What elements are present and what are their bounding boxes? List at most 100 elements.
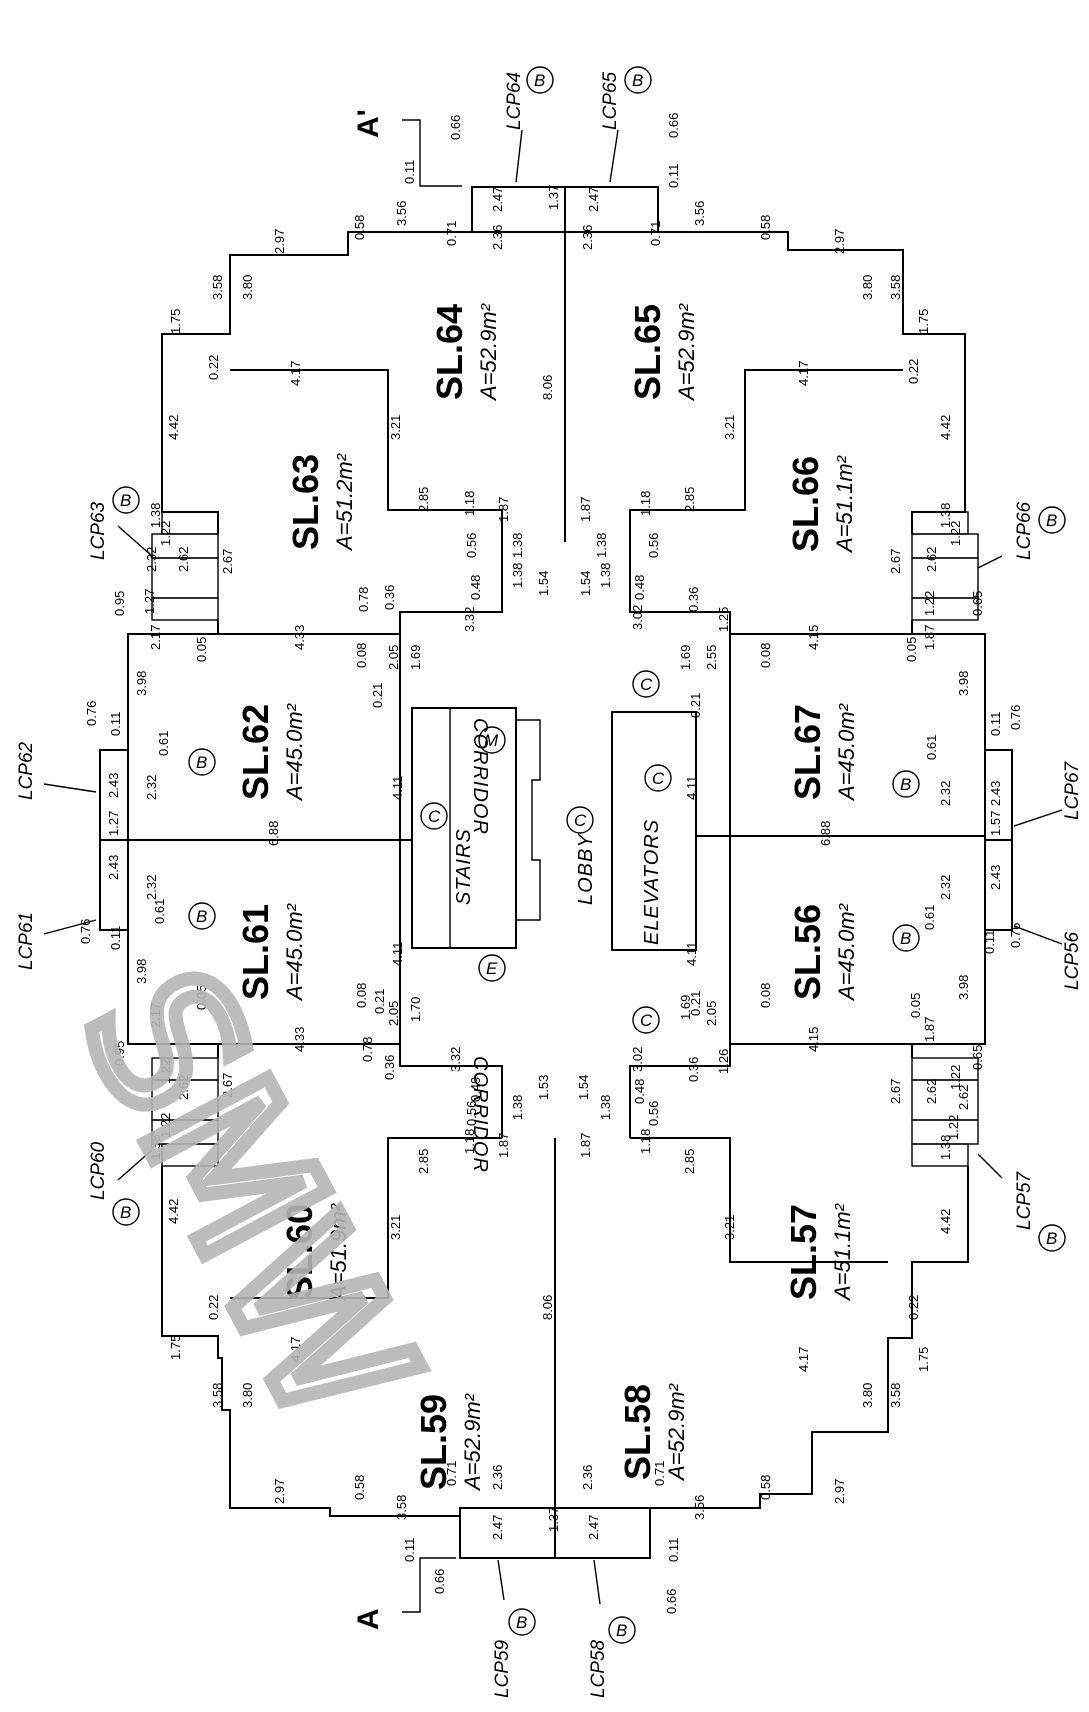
unit-area-sl62: A=45.0m² — [282, 703, 307, 802]
dim-d_056a: 0.56 — [464, 533, 479, 558]
dim-e_205b: 2.05 — [704, 1001, 719, 1026]
dim-e_122c: 1.22 — [158, 1113, 173, 1138]
dim-d_332a: 3.32 — [462, 607, 477, 632]
dim-e_236b: 2.36 — [580, 1465, 595, 1490]
dim-e_398a: 3.98 — [134, 959, 149, 984]
dim-e_267b: 2.67 — [888, 1079, 903, 1104]
dim-d_011d: 0.11 — [988, 712, 1003, 736]
dim-d_169a: 1.69 — [408, 645, 423, 670]
dim-e_356a: 3.58 — [394, 1495, 409, 1520]
dim-d_008a: 0.08 — [354, 643, 369, 668]
dim-e_011b: 0.11 — [982, 930, 997, 954]
dim-d_061b: 0.61 — [924, 735, 939, 760]
dim-d_154a: 1.54 — [536, 571, 551, 596]
marker-b-61: B — [188, 902, 216, 930]
svg-text:LCP59: LCP59 — [492, 1639, 513, 1698]
dim-d_688a: 6.88 — [266, 821, 281, 846]
dim-d_11b: 0.11 — [666, 164, 681, 188]
marker-c-corr-top: C — [632, 670, 660, 698]
dim-e_021b: 0.21 — [688, 991, 703, 1016]
unit-area-sl57: A=51.1m² — [830, 1203, 855, 1302]
dim-d_137a: 1.37 — [546, 185, 561, 210]
dim-e_321a: 3.21 — [388, 1215, 403, 1240]
dim-e_205a: 2.05 — [386, 1001, 401, 1026]
dim-e_022a: 0.22 — [206, 1295, 221, 1320]
dim-d_127a: 1.27 — [142, 589, 157, 614]
marker-b-56: B — [892, 924, 920, 952]
dim-e_127a: 1.27 — [106, 811, 121, 836]
svg-text:B: B — [196, 753, 207, 772]
dim-e_138a: 1.38 — [510, 1095, 525, 1120]
dim-d_048b: 0.48 — [632, 575, 647, 600]
dim-e_187a: 1.87 — [922, 1017, 937, 1042]
unit-label-sl65: SL.65 — [627, 304, 668, 400]
dim-d_236b: 2.36 — [580, 225, 595, 250]
dim-e_076b: 0.76 — [1008, 923, 1023, 948]
svg-text:LCP60: LCP60 — [88, 1141, 109, 1200]
dim-e_066a: 0.66 — [432, 1569, 447, 1594]
dim-d_187c: 1.87 — [922, 625, 937, 650]
dim-d_038b: 1.38 — [594, 533, 609, 558]
dim-e_415a: 4.15 — [806, 1027, 821, 1052]
dim-d_008b: 0.08 — [758, 643, 773, 668]
marker-c-stairs: C — [420, 802, 448, 830]
dim-e_005a: 0.05 — [194, 985, 209, 1010]
svg-text:M: M — [484, 731, 499, 750]
dim-e_036a: 0.36 — [382, 1055, 397, 1080]
dim-e_356b: 3.56 — [692, 1495, 707, 1520]
unit-area-sl56: A=45.0m² — [834, 903, 859, 1002]
dim-d_398b: 3.98 — [956, 671, 971, 696]
dim-d_122b: 1.22 — [948, 521, 963, 546]
dim-d_247b: 2.47 — [586, 187, 601, 212]
dim-e_138d: 1.38 — [938, 1135, 953, 1160]
section-label-top: A' — [352, 109, 385, 138]
dim-e_262b: 2.62 — [924, 1079, 939, 1104]
dim-e_049a: 0.49 — [468, 1077, 483, 1102]
dim-d_125a: 1.25 — [716, 607, 731, 632]
dim-e_217a: 2.17 — [148, 1003, 163, 1028]
dim-e_118a: 1.18 — [462, 1129, 477, 1154]
dim-d_442b: 4.42 — [938, 415, 953, 440]
dim-e_008a: 0.08 — [354, 983, 369, 1008]
svg-text:LCP67: LCP67 — [1062, 760, 1083, 820]
dim-d_065a: 0.65 — [970, 591, 985, 616]
corridor-bottom-label: CORRIDOR — [469, 1056, 491, 1173]
dim-d_321a: 3.21 — [388, 415, 403, 440]
dim-e_442a: 4.42 — [166, 1199, 181, 1224]
dim-e_095a: 0.95 — [112, 1041, 127, 1066]
unit-area-sl60: A=51.9m² — [326, 1203, 351, 1302]
unit-area-sl59: A=52.9m² — [460, 1393, 485, 1492]
svg-text:C: C — [640, 675, 653, 694]
dim-e_175b: 1.75 — [916, 1347, 931, 1372]
unit-area-sl63: A=51.2m² — [332, 453, 357, 552]
dim-e_056b: 0.56 — [646, 1101, 661, 1126]
svg-text:B: B — [900, 775, 911, 794]
dim-e_380a: 3.80 — [240, 1383, 255, 1408]
dim-d_056b: 0.56 — [646, 533, 661, 558]
dim-d_005a: 0.05 — [194, 637, 209, 662]
svg-text:B: B — [900, 929, 911, 948]
svg-text:B: B — [1046, 1229, 1057, 1248]
dim-e_411a: 4.11 — [390, 942, 405, 966]
svg-text:B: B — [1046, 511, 1057, 530]
dim-d_411b: 4.11 — [684, 776, 699, 800]
dim-d_236a: 2.36 — [490, 225, 505, 250]
dim-d_118a: 1.18 — [462, 491, 477, 516]
svg-text:B: B — [120, 491, 131, 510]
dim-e_066b: 0.66 — [664, 1589, 679, 1614]
dim-d_048a: 0.48 — [468, 575, 483, 600]
dim-e_285a: 2.85 — [416, 1149, 431, 1174]
svg-text:B: B — [120, 1203, 131, 1222]
dim-d_021b: 0.21 — [688, 693, 703, 718]
dim-d_205a: 2.05 — [386, 645, 401, 670]
unit-area-sl67: A=45.0m² — [834, 703, 859, 802]
dim-d_232c: 2.32 — [938, 781, 953, 806]
dim-e_321b: 3.21 — [722, 1215, 737, 1240]
dim-d_058a: 0.58 — [352, 215, 367, 240]
dim-d_243a: 2.43 — [106, 773, 121, 798]
dim-e_170a: 1.70 — [408, 997, 423, 1022]
lobby-label: LOBBY — [575, 833, 597, 905]
dim-d_262b: 2.62 — [924, 547, 939, 572]
